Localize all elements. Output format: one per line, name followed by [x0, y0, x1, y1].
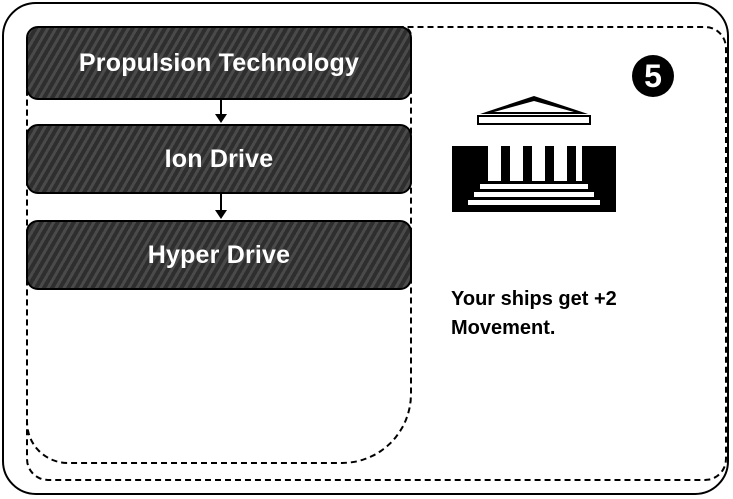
tech-box-propulsion-technology[interactable]: Propulsion Technology — [26, 26, 412, 100]
tech-box-hyper-drive[interactable]: Hyper Drive — [26, 220, 412, 290]
tech-label: Hyper Drive — [147, 240, 291, 269]
cost-badge: 5 — [632, 55, 674, 97]
tech-label: Ion Drive — [164, 144, 274, 173]
tech-label: Propulsion Technology — [78, 48, 360, 77]
temple-icon — [452, 96, 616, 212]
ability-text: Your ships get +2 Movement. — [451, 288, 617, 339]
arrow-down-icon — [215, 194, 227, 220]
tech-box-ion-drive[interactable]: Ion Drive — [26, 124, 412, 194]
card-frame — [2, 2, 729, 495]
arrow-down-icon — [215, 100, 227, 124]
